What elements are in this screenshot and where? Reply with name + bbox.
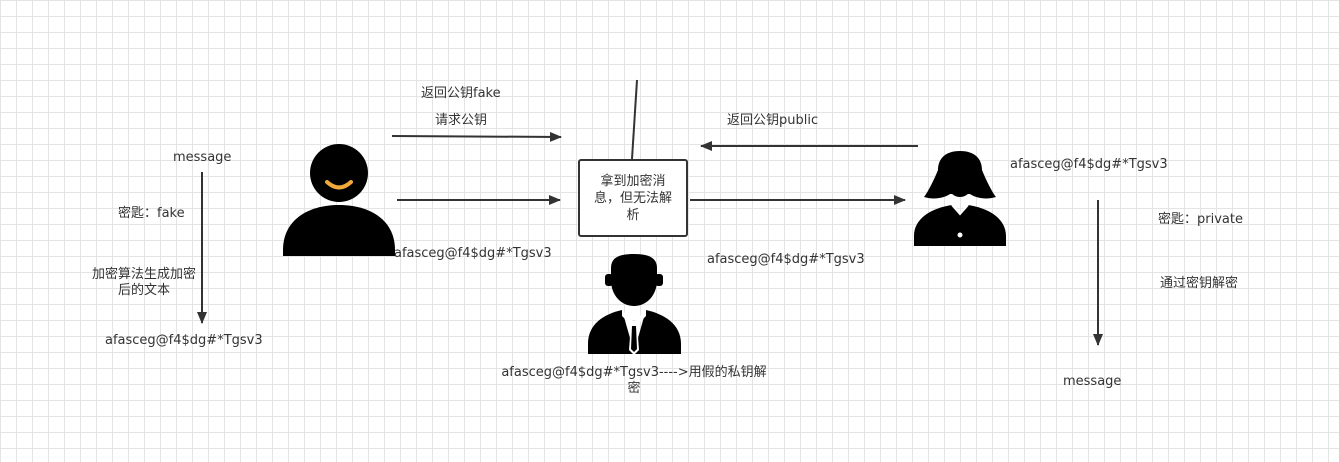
woman-icon[interactable] — [914, 151, 1006, 246]
label-return-public: 返回公钥public — [727, 113, 819, 128]
intercept-box[interactable]: 拿到加密消息，但无法解析 — [578, 159, 688, 237]
label-cipher-mid-right: afasceg@f4$dg#*Tgsv3 — [707, 252, 865, 267]
label-key-private: 密匙：private — [1158, 212, 1243, 227]
label-message-top: message — [173, 150, 232, 165]
line-above-box[interactable] — [631, 79, 638, 160]
label-attacker-text: afasceg@f4$dg#*Tgsv3---->用假的私钥解 密 — [484, 365, 784, 397]
intercept-box-text: 拿到加密消息，但无法解析 — [593, 173, 672, 223]
man-suit-icon[interactable] — [588, 254, 681, 355]
label-attacker-line1: afasceg@f4$dg#*Tgsv3---->用假的私钥解 — [501, 365, 767, 380]
label-cipher-left: afasceg@f4$dg#*Tgsv3 — [105, 333, 263, 348]
arrow-request-key[interactable] — [391, 131, 562, 142]
label-cipher-right: afasceg@f4$dg#*Tgsv3 — [1010, 157, 1168, 172]
label-decrypt-by-key: 通过密钥解密 — [1160, 276, 1239, 291]
label-return-fake: 返回公钥fake — [421, 86, 501, 101]
label-cipher-mid-left: afasceg@f4$dg#*Tgsv3 — [394, 246, 552, 261]
person-smile-icon[interactable] — [283, 144, 395, 256]
label-encrypt-line1: 加密算法生成加密 — [91, 267, 196, 282]
label-encrypt-line2: 后的文本 — [117, 283, 170, 298]
label-encrypt-text: 加密算法生成加密 后的文本 — [84, 267, 204, 299]
label-attacker-line2: 密 — [627, 381, 641, 396]
label-request-key: 请求公钥 — [435, 113, 488, 128]
label-key-fake: 密匙：fake — [118, 206, 185, 221]
label-message-bottom: message — [1063, 374, 1122, 389]
